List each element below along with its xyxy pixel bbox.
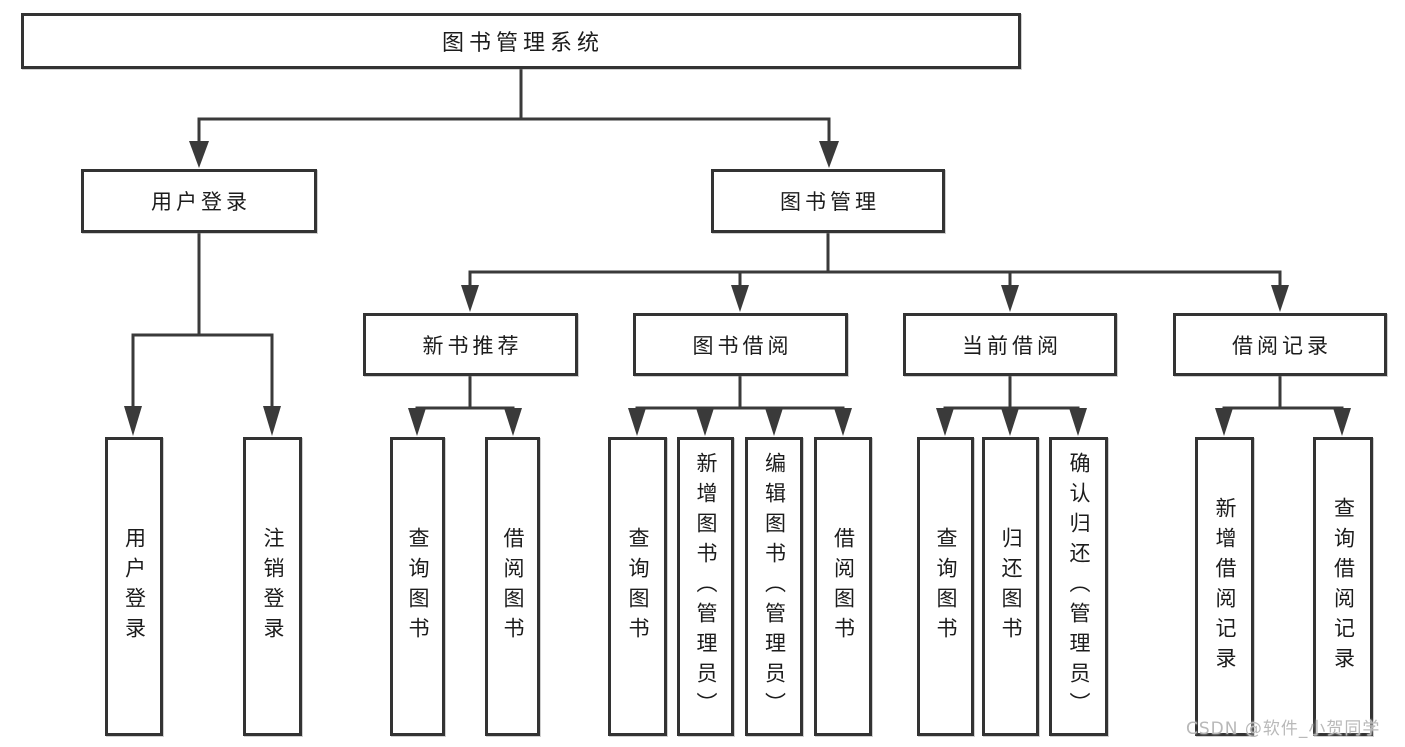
node-new-book-recommend-label: 新书推荐 (422, 333, 523, 358)
leaf-logout: 注销登录 (243, 437, 302, 736)
node-borrow-records-label: 借阅记录 (1232, 333, 1332, 358)
connector-records-to-leaves (1222, 375, 1344, 410)
node-current-borrow: 当前借阅 (903, 313, 1117, 376)
leaf-current-confirm-admin-label: 确认归还（管理员） (1067, 451, 1091, 722)
leaf-user-login-label: 用户登录 (122, 526, 147, 647)
leaf-records-add-label: 新增借阅记录 (1213, 496, 1237, 677)
leaf-borrow-edit-admin-label: 编辑图书（管理员） (762, 451, 787, 722)
node-user-login: 用户登录 (81, 169, 317, 233)
leaf-borrow-query-label: 查询图书 (626, 526, 650, 647)
arrowheads-level2 (189, 141, 839, 168)
connector-borrow-to-leaves (635, 376, 845, 410)
leaf-borrow-edit-admin: 编辑图书（管理员） (745, 437, 803, 736)
leaf-current-confirm-admin: 确认归还（管理员） (1049, 437, 1108, 736)
leaf-newbook-borrow: 借阅图书 (485, 437, 540, 736)
node-current-borrow-label: 当前借阅 (962, 333, 1062, 358)
leaf-borrow-book: 借阅图书 (814, 437, 872, 736)
node-user-login-label: 用户登录 (151, 190, 251, 214)
leaf-records-query: 查询借阅记录 (1313, 437, 1373, 736)
leaf-records-query-label: 查询借阅记录 (1331, 496, 1356, 677)
arrowheads-level3 (461, 285, 1289, 312)
leaf-user-login: 用户登录 (105, 437, 163, 736)
leaf-borrow-book-label: 借阅图书 (831, 526, 856, 647)
node-root-label: 图书管理系统 (441, 31, 604, 56)
node-root-system: 图书管理系统 (21, 13, 1021, 69)
node-book-borrow: 图书借阅 (633, 313, 848, 376)
leaf-borrow-add-admin: 新增图书（管理员） (677, 437, 734, 736)
leaf-current-query-label: 查询图书 (934, 526, 958, 647)
node-book-management-label: 图书管理 (780, 190, 880, 214)
node-new-book-recommend: 新书推荐 (363, 313, 578, 376)
leaf-newbook-query-label: 查询图书 (406, 526, 430, 647)
arrowheads-login-leaves (124, 406, 281, 436)
node-book-borrow-label: 图书借阅 (692, 333, 793, 358)
leaf-borrow-query: 查询图书 (608, 437, 667, 736)
connector-newbook-to-leaves (415, 376, 515, 410)
connector-root-to-level2 (197, 69, 831, 144)
leaf-borrow-add-admin-label: 新增图书（管理员） (694, 451, 718, 722)
leaf-current-return: 归还图书 (982, 437, 1039, 736)
connector-management-to-level3 (468, 233, 1282, 287)
node-book-management: 图书管理 (711, 169, 945, 233)
leaf-current-return-label: 归还图书 (999, 526, 1023, 647)
leaf-logout-label: 注销登录 (261, 526, 285, 647)
leaf-newbook-borrow-label: 借阅图书 (501, 526, 525, 647)
leaf-records-add: 新增借阅记录 (1195, 437, 1254, 736)
connector-login-to-leaves (131, 233, 274, 408)
arrowheads-bottom-leaves (408, 408, 1351, 436)
watermark-text: CSDN @软件_小贺同学 (1186, 719, 1381, 739)
node-borrow-records: 借阅记录 (1173, 313, 1387, 376)
leaf-newbook-query: 查询图书 (390, 437, 445, 736)
leaf-current-query: 查询图书 (917, 437, 974, 736)
connector-current-to-leaves (943, 375, 1080, 410)
